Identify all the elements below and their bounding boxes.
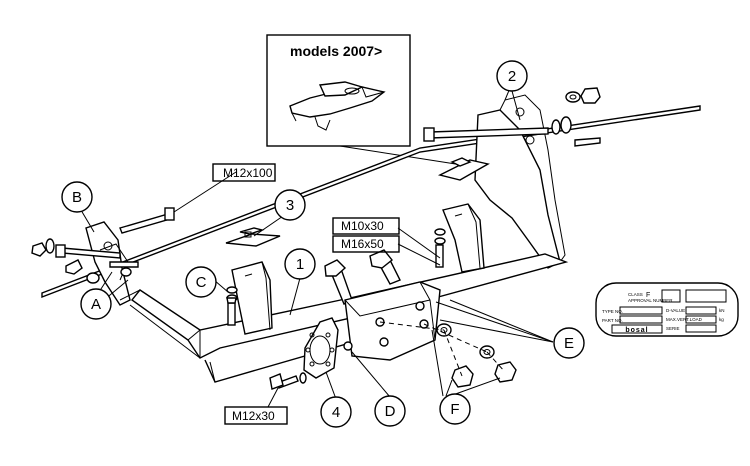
left-side-bracket <box>31 221 139 306</box>
callout-f: F <box>439 393 471 425</box>
svg-text:SERIE: SERIE <box>666 326 680 331</box>
callout-d: D <box>374 395 406 427</box>
left-vertical-bracket <box>226 261 273 335</box>
callout-b: B <box>61 181 93 213</box>
inset-bracket-part <box>289 81 386 131</box>
svg-text:M12x30: M12x30 <box>232 409 275 423</box>
svg-text:F: F <box>646 292 650 299</box>
strap-clamp <box>225 227 281 247</box>
leader-lines <box>74 90 554 408</box>
assembly-dash-lines <box>379 321 506 377</box>
svg-text:TYPE NO.: TYPE NO. <box>602 309 623 314</box>
callout-1: 1 <box>284 248 316 280</box>
callout-2: 2 <box>496 60 528 92</box>
approval-plate: CLASS F APPROVAL NUMBER TYPE NO. PART NO… <box>595 282 739 337</box>
svg-text:D: D <box>385 403 396 420</box>
tow-ball-mount <box>343 281 441 361</box>
socket-plate <box>303 317 339 379</box>
callout-c: C <box>185 266 217 298</box>
svg-text:2: 2 <box>508 68 516 85</box>
svg-text:kg: kg <box>719 317 724 322</box>
svg-text:E: E <box>564 335 574 352</box>
callout-3: 3 <box>274 189 306 221</box>
svg-text:1: 1 <box>296 256 304 273</box>
svg-text:bosal: bosal <box>625 327 648 334</box>
right-side-bracket <box>474 87 566 269</box>
m12x30-bolt <box>269 372 307 390</box>
svg-text:APPROVAL NUMBER: APPROVAL NUMBER <box>628 298 673 303</box>
callout-a: A <box>80 288 112 320</box>
callout-e: E <box>553 327 585 359</box>
callout-4: 4 <box>320 396 352 428</box>
label-m10x30: M10x30 <box>332 217 400 235</box>
m16x50-bolt <box>369 249 401 285</box>
svg-text:M10x30: M10x30 <box>341 219 384 233</box>
svg-text:F: F <box>450 401 459 418</box>
label-m16x50: M16x50 <box>332 235 400 253</box>
svg-text:CLASS: CLASS <box>628 292 643 297</box>
svg-text:3: 3 <box>286 197 294 214</box>
svg-text:4: 4 <box>332 404 340 421</box>
svg-text:kN: kN <box>719 308 725 313</box>
inset-frame <box>266 34 411 147</box>
upper-right-bolt <box>423 87 601 147</box>
svg-text:A: A <box>91 296 101 313</box>
label-m12x30: M12x30 <box>224 406 288 425</box>
inset-models-2007: models 2007> <box>266 34 463 166</box>
m10x30-bolt <box>324 259 353 305</box>
right-vertical-bracket <box>434 203 485 273</box>
svg-text:D-VALUE: D-VALUE <box>666 308 685 313</box>
svg-text:C: C <box>196 274 207 291</box>
svg-text:B: B <box>72 189 82 206</box>
svg-text:M16x50: M16x50 <box>341 237 384 251</box>
m12x100-bolt <box>119 207 175 234</box>
label-m12x100: M12x100 <box>212 163 276 182</box>
inset-title: models 2007> <box>290 43 382 59</box>
svg-text:PART NO.: PART NO. <box>602 318 623 323</box>
long-strap <box>41 105 701 299</box>
svg-text:M12x100: M12x100 <box>223 166 273 180</box>
svg-text:MAX.VERT.LOAD: MAX.VERT.LOAD <box>666 317 703 322</box>
nuts-and-washers <box>436 323 517 388</box>
